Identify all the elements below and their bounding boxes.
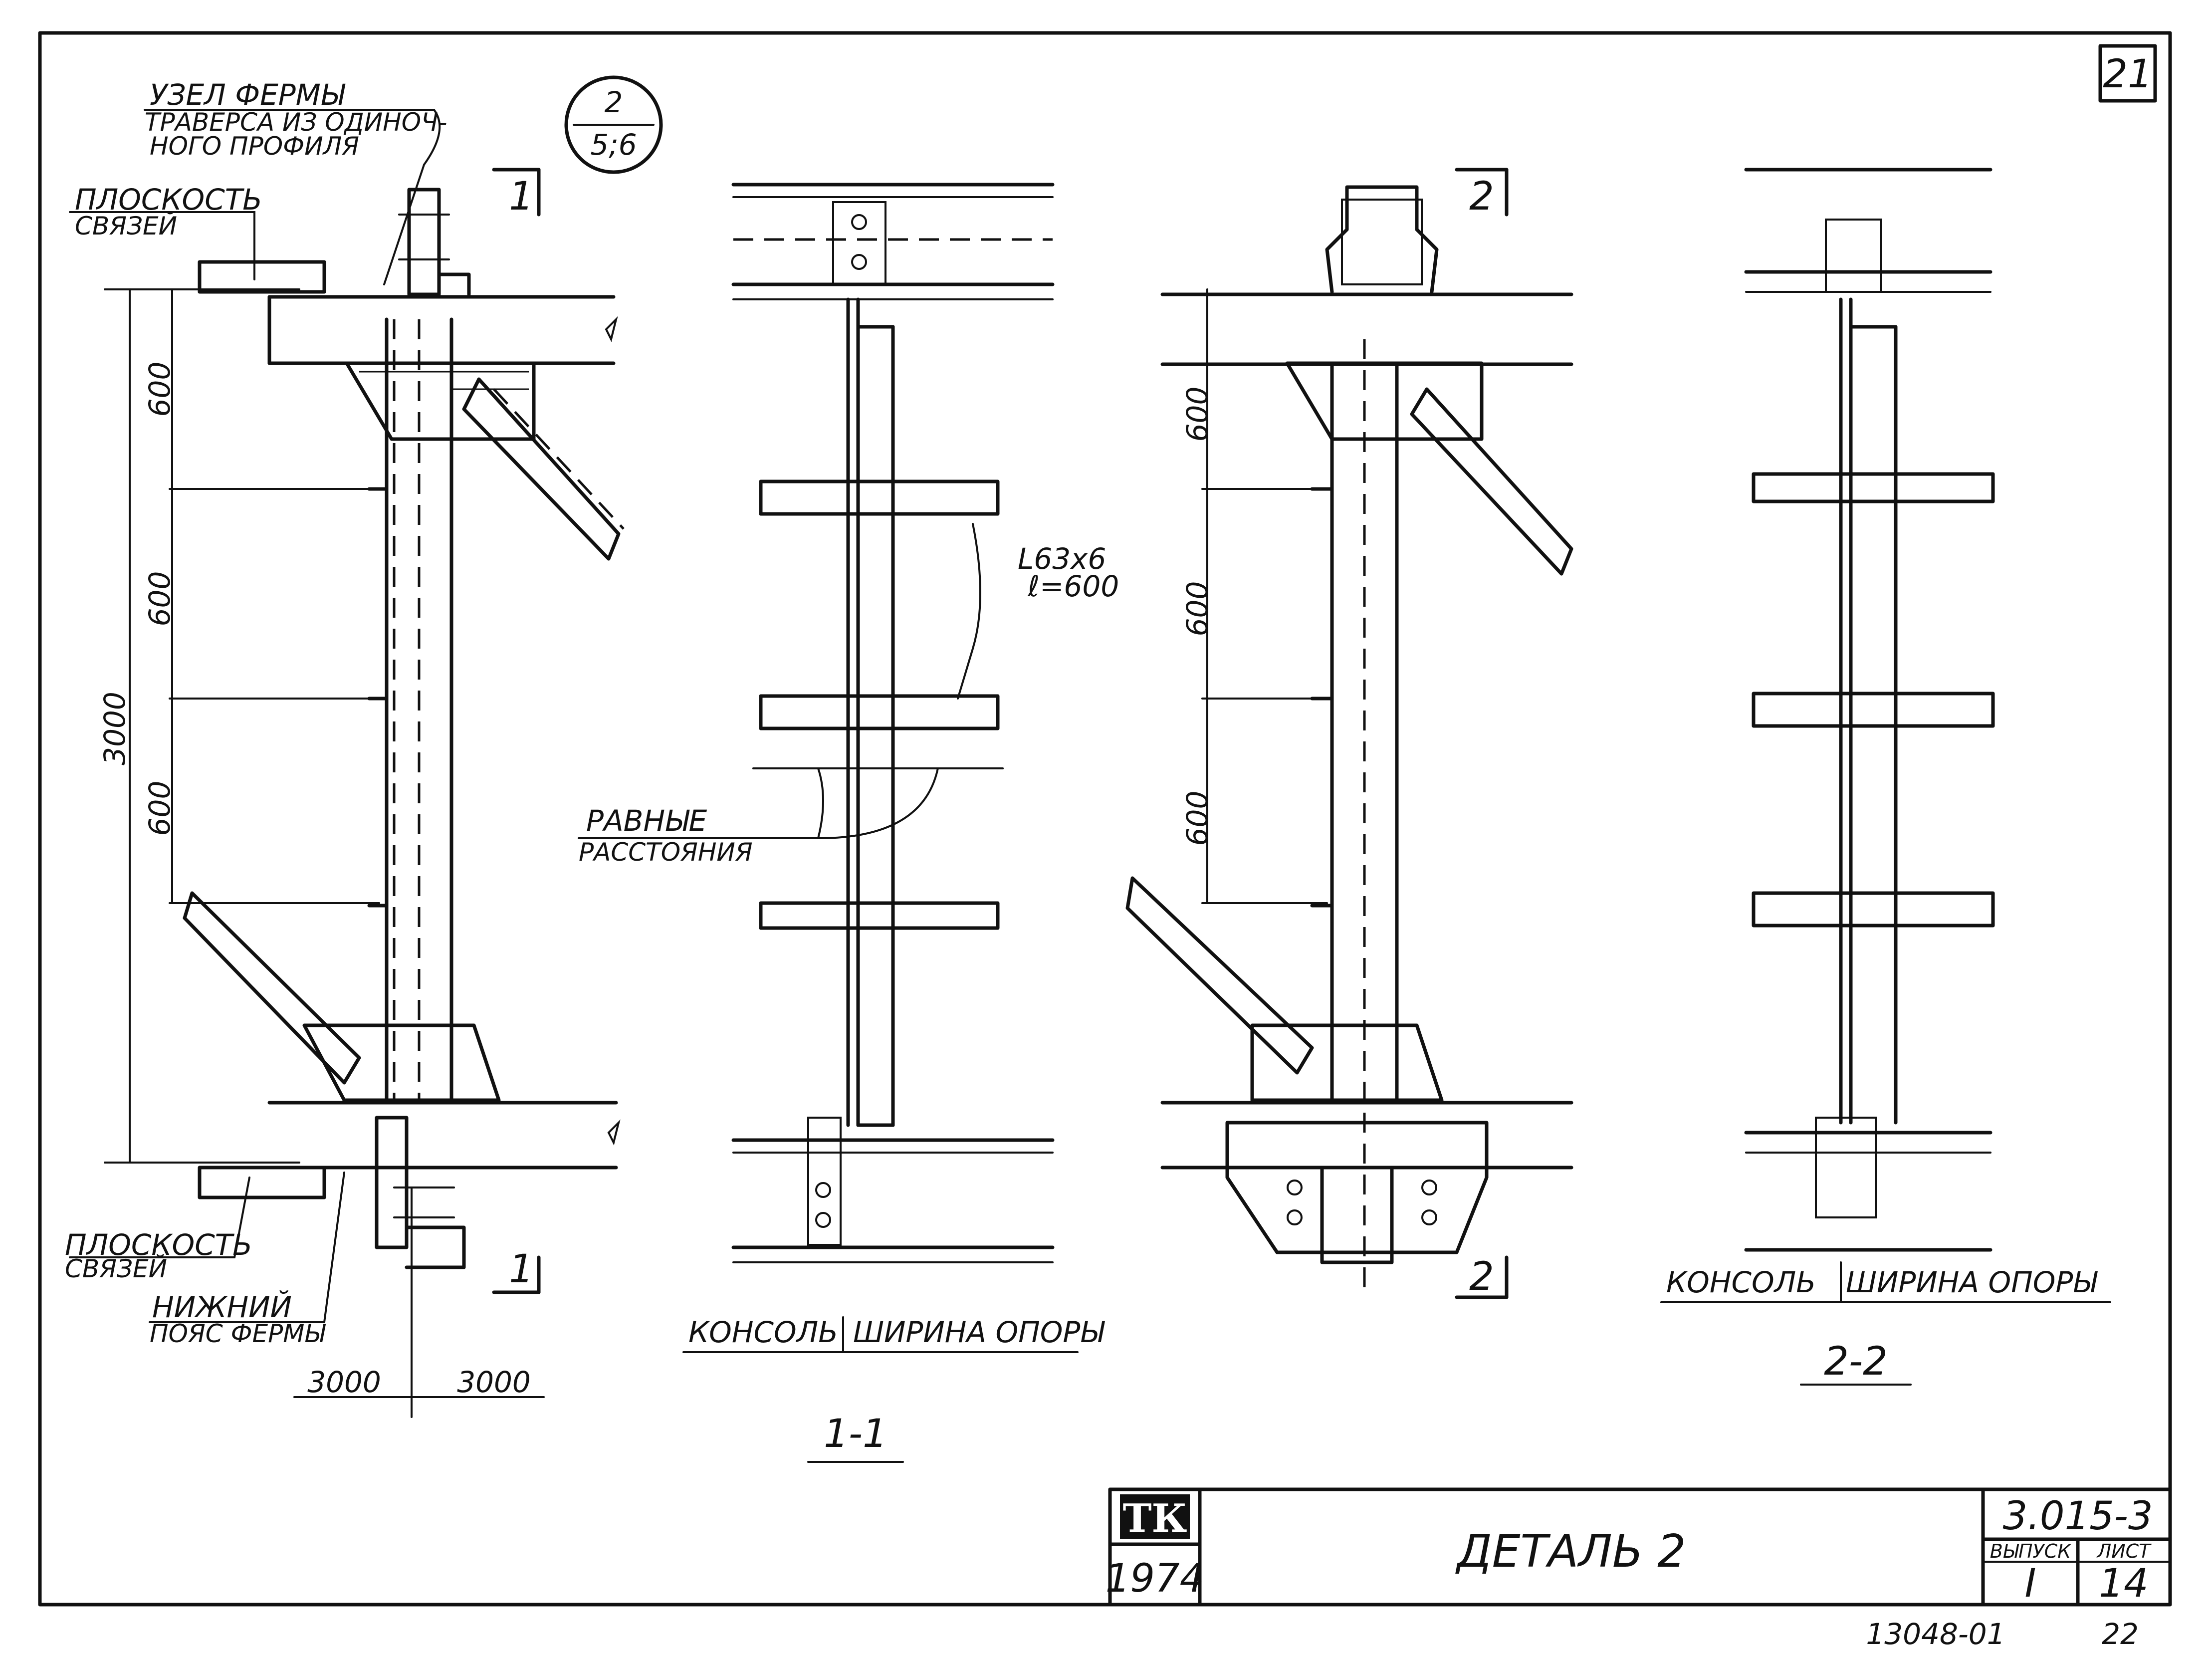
- bracing-plane-top-2: СВЯЗЕЙ: [75, 211, 177, 240]
- section-2-2-view: [1660, 168, 2111, 1386]
- tk-logo-text: ТК: [1123, 1496, 1187, 1541]
- issue-value: I: [2024, 1561, 2036, 1606]
- sheet-value: 14: [2099, 1561, 2148, 1606]
- callout-bottom: 5;6: [590, 128, 637, 162]
- section-2-top: 2: [1469, 174, 1494, 219]
- dim-600-f: 600: [1180, 791, 1214, 846]
- drawing-title: ДЕТАЛЬ 2: [1455, 1525, 1686, 1578]
- dim-600-a: 600: [143, 362, 177, 417]
- lower-chord-2: ПОЯС ФЕРМЫ: [150, 1319, 326, 1348]
- archive-page: 22: [2102, 1617, 2139, 1651]
- elevation-view: [104, 188, 625, 1418]
- series-code: 3.015-3: [2002, 1494, 2153, 1539]
- sheet-label: ЛИСТ: [2096, 1540, 2152, 1562]
- console-label-1: КОНСОЛЬ: [688, 1315, 838, 1349]
- section-1-1-title: 1-1: [824, 1412, 887, 1456]
- dim-600-e: 600: [1180, 581, 1214, 637]
- traverse-label-1: ТРАВЕРСА ИЗ ОДИНОЧ-: [145, 108, 447, 137]
- detail-callout: [564, 75, 663, 174]
- dim-600-b: 600: [143, 571, 177, 627]
- dim-3000-total: 3000: [98, 692, 132, 765]
- bracing-plane-bottom-1: ПЛОСКОСТЬ: [65, 1228, 252, 1262]
- section-1-top: 1: [509, 174, 534, 219]
- title-year: 1974: [1106, 1556, 1205, 1601]
- dim-3000-right: 3000: [457, 1365, 531, 1399]
- truss-node-label: УЗЕЛ ФЕРМЫ: [150, 78, 346, 112]
- callout-top: 2: [605, 85, 623, 119]
- issue-label: ВЫПУСК: [1990, 1540, 2072, 1562]
- title-block: [1108, 1487, 2172, 1607]
- sheet-frame: [38, 31, 2172, 1607]
- side-elevation-view: [1125, 185, 1573, 1297]
- dim-600-c: 600: [143, 781, 177, 836]
- dim-3000-left: 3000: [307, 1365, 381, 1399]
- equal-dist-1: РАВНЫЕ: [586, 804, 707, 838]
- equal-dist-2: РАССТОЯНИЯ: [579, 838, 753, 867]
- console-label-2: КОНСОЛЬ: [1666, 1265, 1816, 1299]
- section-1-1-view: [682, 183, 1079, 1463]
- angle-label-1: L63x6: [1018, 542, 1106, 576]
- bracing-plane-bottom-2: СВЯЗЕЙ: [65, 1254, 167, 1283]
- support-width-1: ШИРИНА ОПОРЫ: [853, 1315, 1105, 1349]
- section-1-bottom: 1: [509, 1247, 534, 1292]
- angle-label-2: ℓ=600: [1027, 569, 1119, 603]
- section-2-bottom: 2: [1469, 1254, 1494, 1299]
- bracing-plane-top-1: ПЛОСКОСТЬ: [75, 183, 262, 217]
- support-width-2: ШИРИНА ОПОРЫ: [1846, 1265, 2098, 1299]
- section-2-2-title: 2-2: [1824, 1339, 1887, 1384]
- lower-chord-1: НИЖНИЙ: [152, 1290, 292, 1324]
- dim-600-d: 600: [1180, 387, 1214, 442]
- sheet-number-box: [2098, 44, 2157, 103]
- traverse-label-2: НОГО ПРОФИЛЯ: [150, 132, 359, 161]
- tk-logo: [1120, 1494, 1190, 1539]
- archive-number: 13048-01: [1866, 1617, 2005, 1651]
- sheet-number-corner: 21: [2103, 52, 2152, 97]
